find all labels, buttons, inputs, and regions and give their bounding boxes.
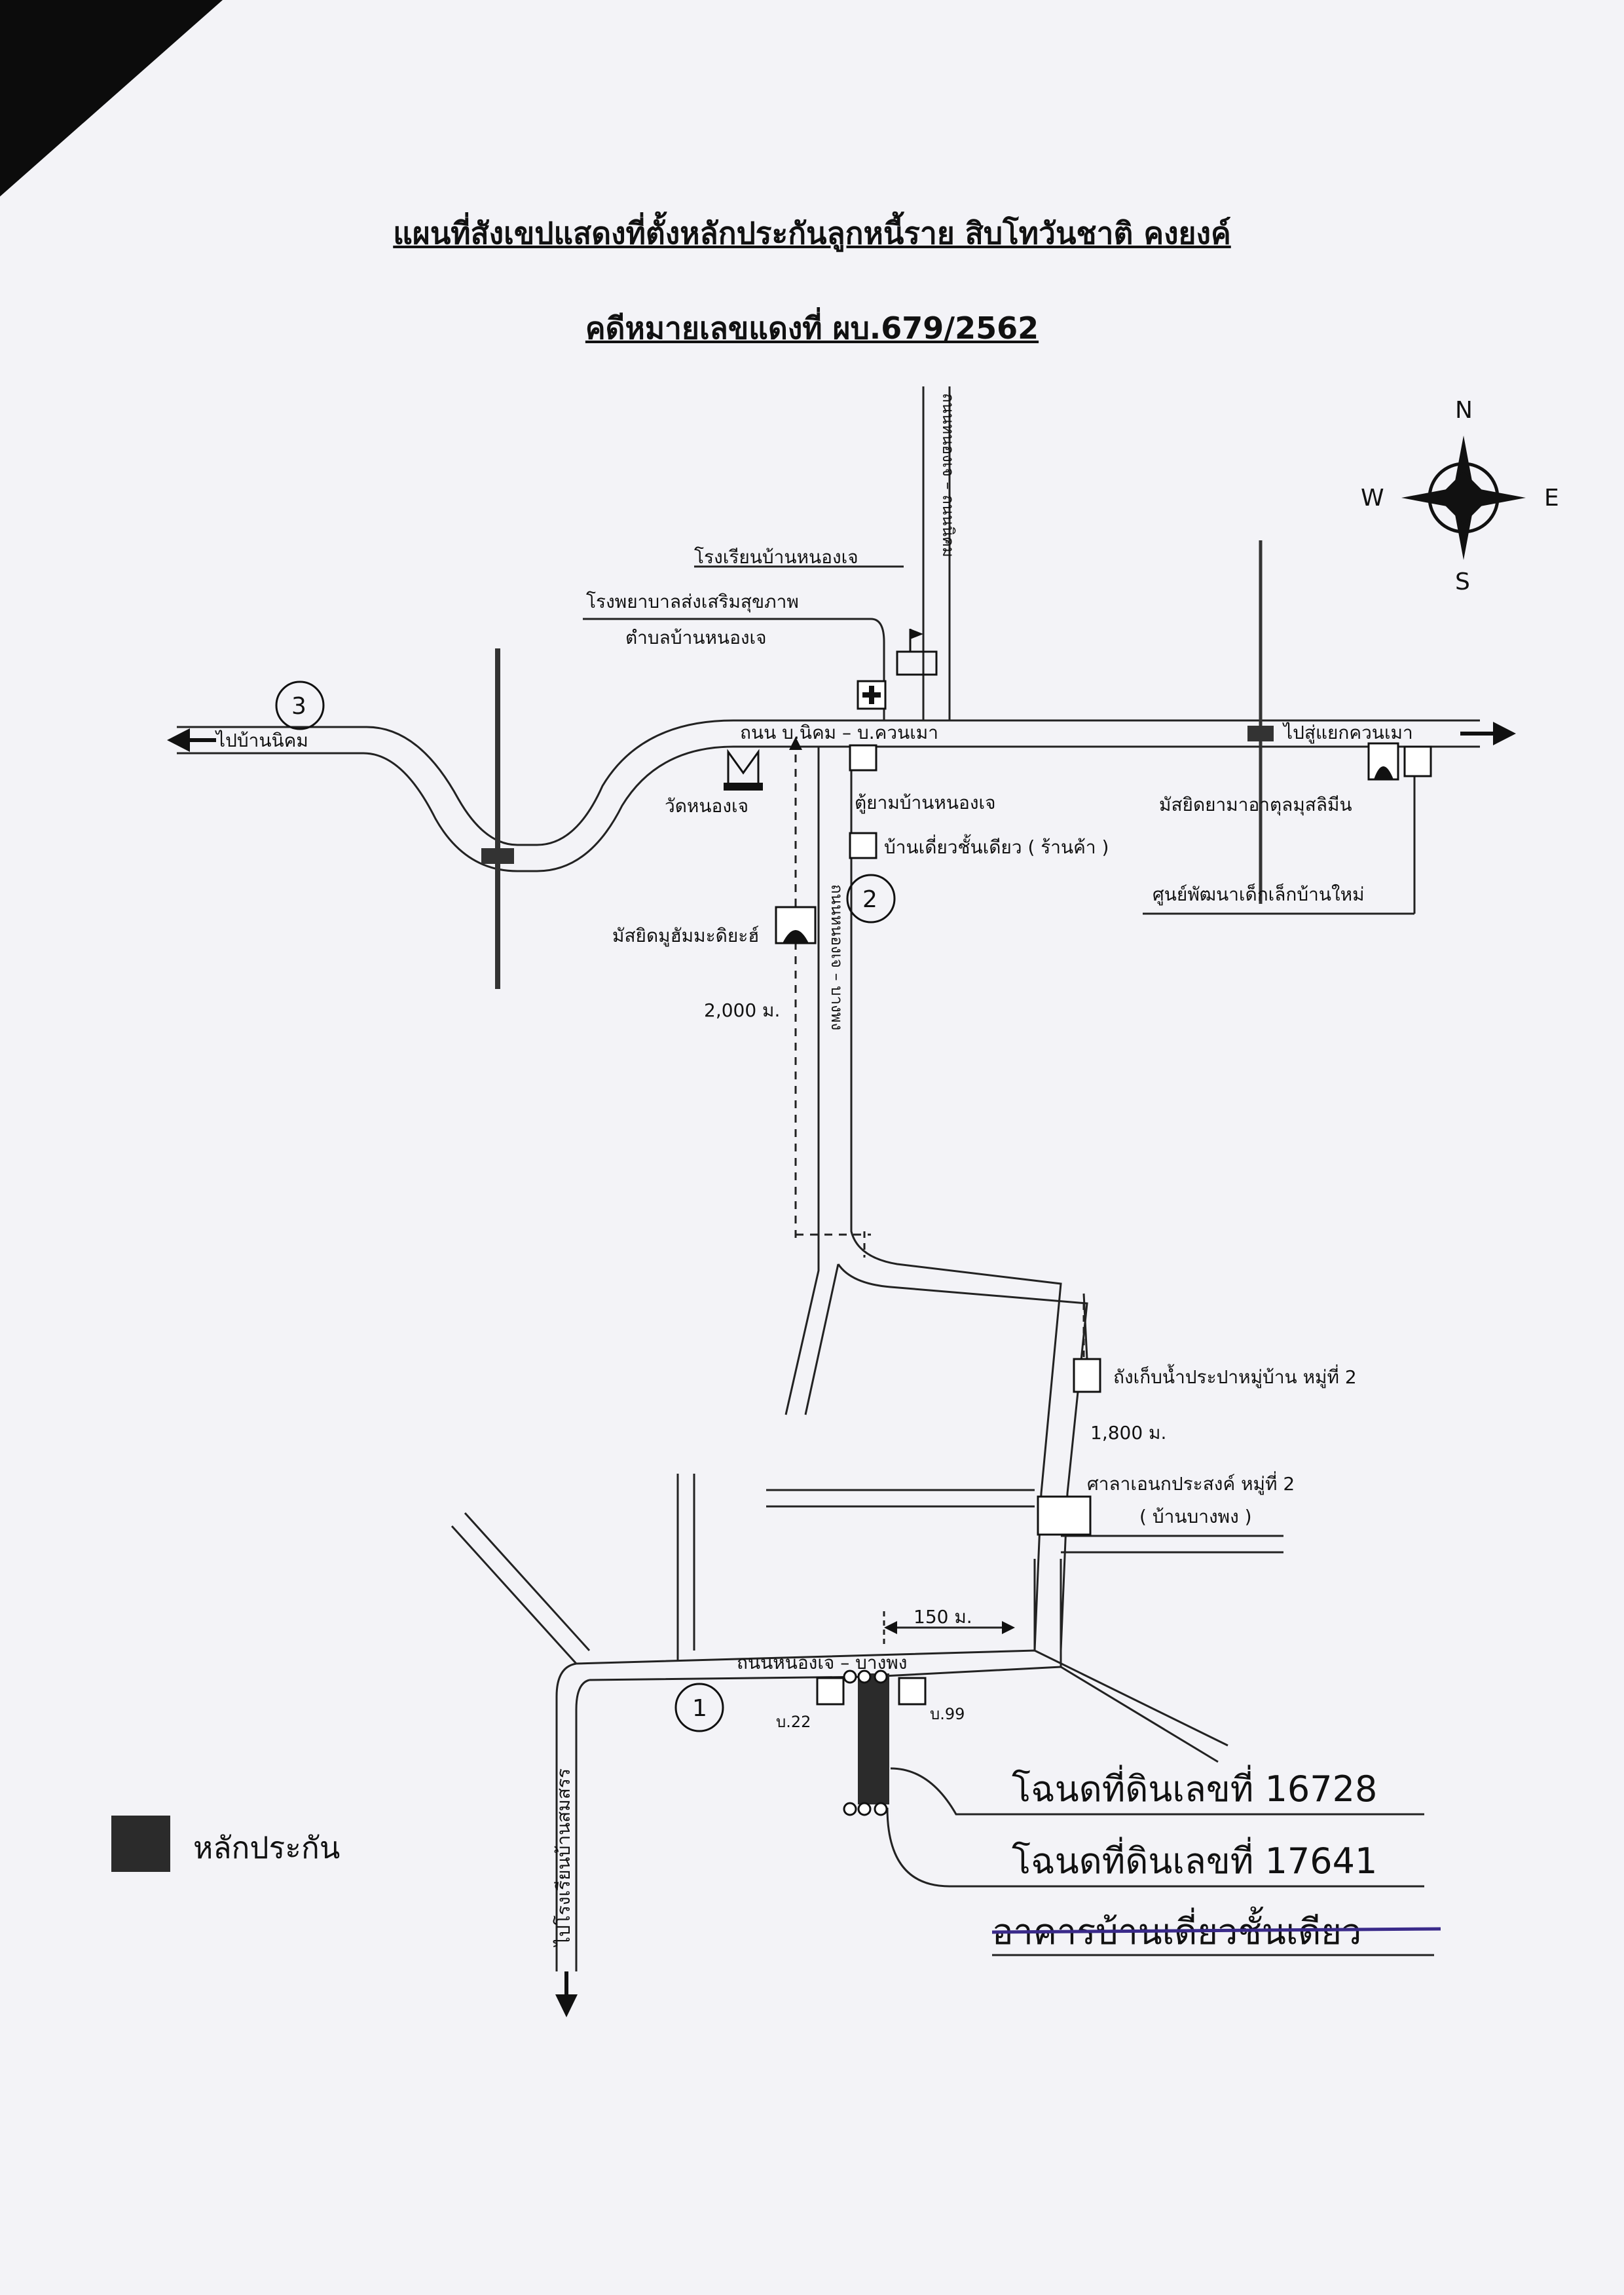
compass-n: N <box>1455 397 1473 424</box>
central-road-label: ถนนหนองเจ – บางพง <box>828 884 846 1030</box>
svg-text:1: 1 <box>692 1695 707 1722</box>
hospital-access <box>583 618 885 720</box>
mosque-attaqwa-icon <box>1367 742 1399 781</box>
arrow-to-school-somsorn <box>555 1971 578 2017</box>
collateral-plot <box>858 1673 889 1804</box>
label-water-tank: ถังเก็บน้ำประปาหมู่บ้าน หมู่ที่ 2 <box>1113 1364 1357 1389</box>
deed-leaders <box>886 1767 1424 1888</box>
label-hall-1: ศาลาเอนกประสงค์ หมู่ที่ 2 <box>1087 1471 1295 1495</box>
north-road <box>922 386 951 720</box>
main-road <box>177 719 1480 872</box>
distance-150-marker <box>883 1611 1015 1644</box>
svg-text:3: 3 <box>291 693 306 720</box>
label-to-school-somsorn: ไปโรงเรียนบ้านสมสรร <box>553 1768 574 1947</box>
marker-3: 3 <box>275 681 325 730</box>
hospital-icon <box>857 680 887 710</box>
label-shop: บ้านเดี่ยวชั้นเดียว ( ร้านค้า ) <box>884 834 1109 858</box>
label-distance-2000: 2,000 ม. <box>704 999 780 1021</box>
label-hospital-1: โรงพยาบาลส่งเสริมสุขภาพ <box>586 591 799 613</box>
compass-rose <box>1401 436 1526 560</box>
compass-s: S <box>1455 569 1470 595</box>
case-number-subtitle: คดีหมายเลขแดงที่ ผบ.679/2562 <box>585 310 1039 346</box>
svg-text:2: 2 <box>862 886 877 913</box>
label-hall-2: ( บ้านบางพง ) <box>1139 1506 1252 1527</box>
legend-collateral-swatch <box>111 1816 170 1872</box>
bridge-east <box>1247 726 1274 741</box>
label-police-box: ตู้ยามบ้านหนองเจ <box>855 792 995 814</box>
house-99-icon <box>898 1677 927 1706</box>
label-wat-nongje: วัดหนองเจ <box>665 795 748 817</box>
marker-1: 1 <box>674 1683 724 1732</box>
shop-icon <box>849 832 877 859</box>
label-to-ban-nikhom: ไปบ้านนิคม <box>215 730 308 751</box>
label-to-khuan-mao: ไปสู่แยกควนเมา <box>1282 722 1413 744</box>
compass-w: W <box>1361 485 1384 512</box>
building-strikethrough <box>991 1927 1441 1934</box>
child-center-icon <box>1403 745 1432 777</box>
label-mosque-muhammadiyah: มัสยิดมูฮัมมะดิยะฮ์ <box>612 925 759 947</box>
community-hall-icon <box>1037 1495 1092 1536</box>
label-house-99: บ.99 <box>930 1705 965 1723</box>
deed-17641: โฉนดที่ดินเลขที่ 17641 <box>1012 1837 1377 1882</box>
label-school-nongje: โรงเรียนบ้านหนองเจ <box>694 546 858 568</box>
house-22-icon <box>816 1677 845 1706</box>
label-main-road: ถนน บ.นิคม – บ.ควนเมา <box>740 722 938 743</box>
mosque-muhammadiyah-icon <box>775 906 817 944</box>
branch-roads <box>451 1293 1283 1665</box>
marker-2: 2 <box>846 874 896 924</box>
water-tank-icon <box>1073 1358 1101 1393</box>
label-distance-150: 150 ม. <box>913 1606 972 1628</box>
compass-e: E <box>1544 485 1559 512</box>
arrow-to-ban-nikhom <box>167 728 216 752</box>
label-hospital-2: ตำบลบ้านหนองเจ <box>625 627 767 648</box>
central-road <box>784 747 1088 1651</box>
deed-16728: โฉนดที่ดินเลขที่ 16728 <box>1012 1764 1377 1810</box>
label-mosque-attaqwa: มัสยิดยามาอาตุลมุสลิมีน <box>1159 794 1352 816</box>
bridge-west <box>481 848 514 864</box>
arrow-to-khuan-mao <box>1460 722 1516 745</box>
label-bottom-road: ถนนหนองเจ – บางพง <box>737 1652 907 1673</box>
bottom-road <box>555 1559 1228 1971</box>
label-distance-1800: 1,800 ม. <box>1090 1422 1166 1444</box>
label-house-22: บ.22 <box>776 1713 811 1731</box>
police-box-icon <box>849 744 877 772</box>
school-icon <box>896 629 938 676</box>
legend-collateral-label: หลักประกัน <box>193 1830 341 1865</box>
map-title: แผนที่สังเขปแสดงที่ตั้งหลักประกันลูกหนี้… <box>393 215 1231 251</box>
child-center-road <box>1143 773 1416 915</box>
plot-circles <box>843 1670 888 1816</box>
temple-icon <box>724 749 763 791</box>
north-road-label: ถนนหนองเจ – ถนนนิคม <box>939 393 957 557</box>
label-child-center: ศูนย์พัฒนาเด็กเล็กบ้านใหม่ <box>1153 883 1365 906</box>
